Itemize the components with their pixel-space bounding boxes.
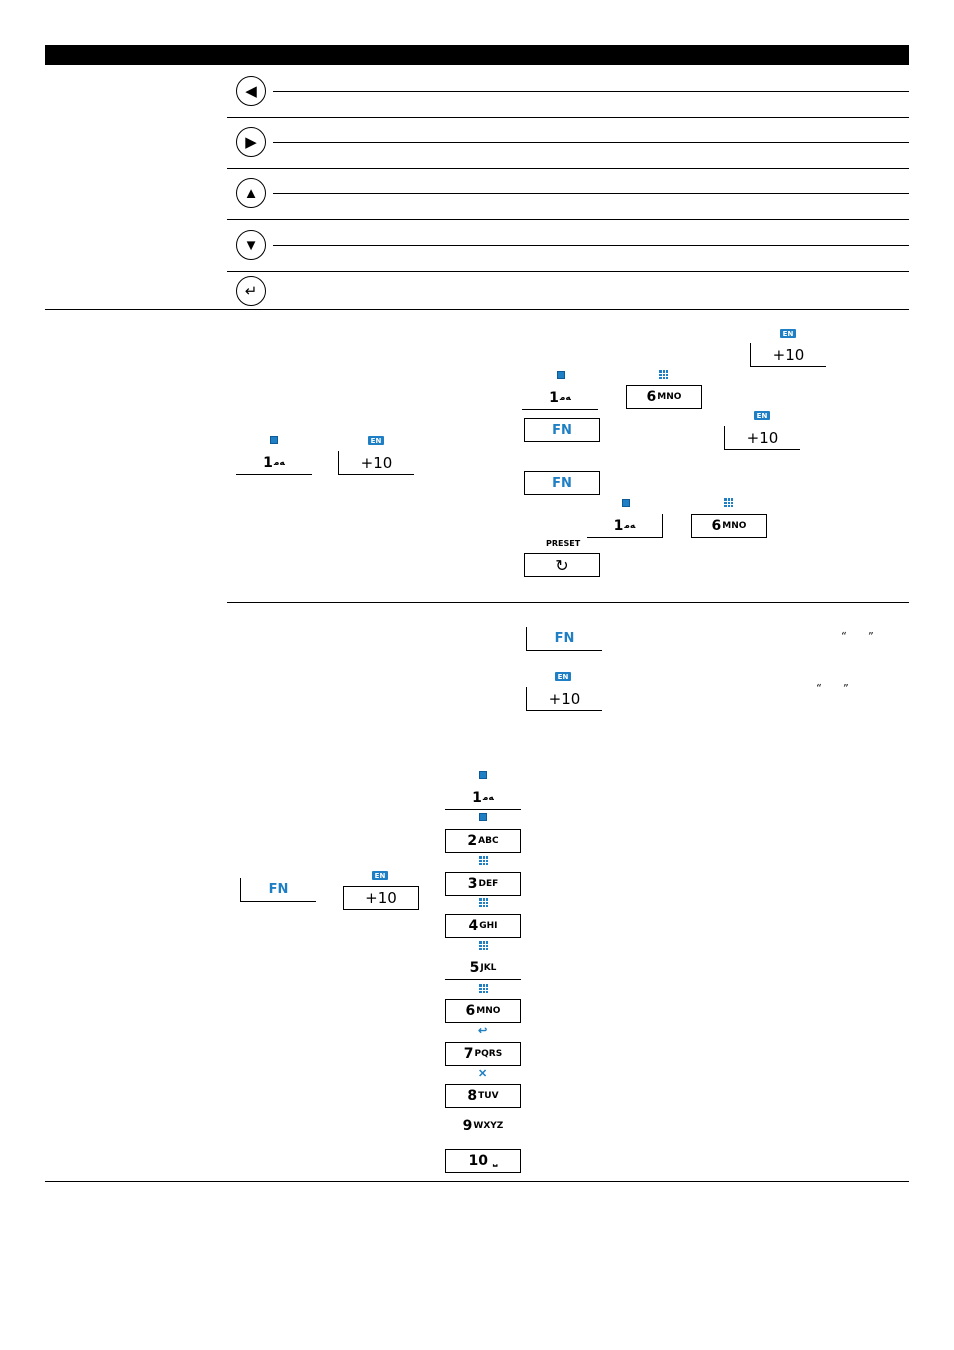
row-rule (273, 245, 909, 246)
close-quote: ” (843, 682, 849, 695)
grid-icon (724, 498, 733, 507)
enter-glyph: ↵ (244, 282, 258, 300)
return-arrow-icon: ↩ (478, 1025, 488, 1037)
row-rule (273, 91, 909, 92)
open-quote: “ (816, 682, 822, 695)
en-badge-icon: EN (754, 411, 770, 420)
preset-label: PRESET (546, 539, 581, 548)
row-divider (227, 219, 909, 220)
key-plus10: +10 (724, 426, 800, 450)
grid-icon (479, 984, 488, 993)
key-fn: FN (524, 418, 600, 442)
row-rule (273, 142, 909, 143)
en-badge-icon: EN (780, 329, 796, 338)
section-divider (227, 602, 909, 603)
key-fn: FN (524, 471, 600, 495)
row-rule (273, 193, 909, 194)
row-divider (227, 271, 909, 272)
grid-icon (479, 898, 488, 907)
down-arrow-icon: ▼ (236, 230, 266, 260)
right-arrow-glyph: ▶ (245, 133, 257, 151)
table-header-bar (45, 45, 909, 65)
preset-icon: ↻ (555, 555, 569, 575)
key-fn: FN (240, 878, 316, 902)
left-arrow-glyph: ◀ (245, 82, 257, 100)
right-arrow-icon: ▶ (236, 127, 266, 157)
table-bottom-rule (45, 1181, 909, 1182)
key-1-sub: ﻪﻣ (273, 457, 285, 468)
row-divider (227, 168, 909, 169)
section-divider (45, 309, 909, 310)
left-arrow-icon: ◀ (236, 76, 266, 106)
close-quote: ” (868, 630, 874, 643)
key-10: 10⎵ (445, 1149, 521, 1173)
key-plus10: +10 (526, 687, 602, 711)
enter-icon: ↵ (236, 276, 266, 306)
key-plus10: +10 (338, 451, 414, 475)
key-preset: ↻ (524, 553, 600, 577)
en-badge-icon: EN (368, 436, 384, 445)
key-fn: FN (526, 627, 602, 651)
up-arrow-glyph: ▲ (243, 184, 259, 202)
en-badge-icon: EN (372, 871, 388, 880)
en-badge-icon: EN (555, 672, 571, 681)
grid-icon (659, 370, 668, 379)
up-arrow-icon: ▲ (236, 178, 266, 208)
down-arrow-glyph: ▼ (243, 236, 259, 254)
split-grid-icon (479, 941, 488, 950)
space-icon: ⎵ (493, 1154, 498, 1167)
square-icon (479, 771, 487, 779)
key-plus10: +10 (750, 343, 826, 367)
square-icon (270, 436, 278, 444)
open-quote: “ (841, 630, 847, 643)
expand-icon: ✕ (478, 1068, 488, 1080)
square-icon (622, 499, 630, 507)
square-filled-icon (479, 813, 487, 821)
row-divider (227, 117, 909, 118)
key-plus10: +10 (343, 886, 419, 910)
square-icon (557, 371, 565, 379)
grid-icon (479, 856, 488, 865)
